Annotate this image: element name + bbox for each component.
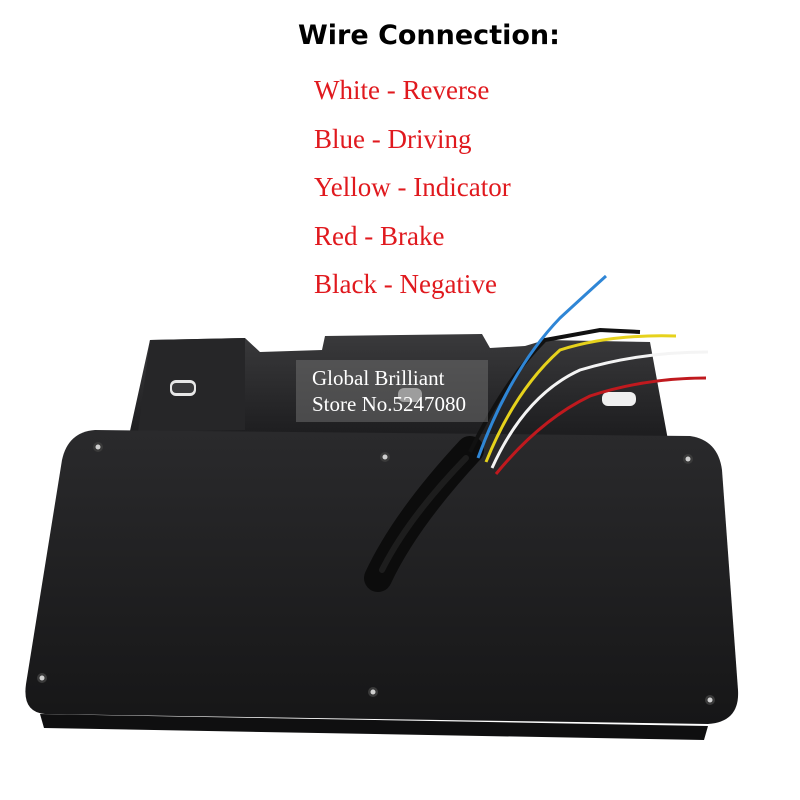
legend-item-blue: Blue - Driving bbox=[314, 123, 472, 154]
legend-item-white: White - Reverse bbox=[314, 75, 490, 105]
wire-harness bbox=[364, 274, 709, 592]
screw-hole bbox=[37, 673, 47, 683]
wire-black bbox=[468, 327, 641, 453]
screw-hole bbox=[380, 452, 390, 462]
watermark-line-2: Store No.5247080 bbox=[312, 392, 466, 416]
store-watermark: Global Brilliant Store No.5247080 bbox=[296, 360, 488, 422]
screw-hole bbox=[368, 687, 378, 697]
legend-item-red: Red - Brake bbox=[314, 220, 445, 251]
mount-slot-right bbox=[602, 392, 636, 406]
screw-hole bbox=[93, 442, 103, 452]
wire-blue bbox=[476, 274, 608, 459]
wire-red bbox=[494, 376, 707, 475]
legend-item-yellow: Yellow - Indicator bbox=[314, 172, 511, 202]
wire-connection-heading: Wire Connection: bbox=[298, 20, 560, 51]
watermark-line-1: Global Brilliant bbox=[312, 366, 445, 390]
legend-item-black: Black - Negative bbox=[314, 269, 497, 299]
screw-hole bbox=[705, 695, 715, 705]
wire-legend: White - Reverse Blue - Driving Yellow - … bbox=[314, 66, 511, 309]
screw-hole bbox=[683, 454, 693, 464]
wire-white bbox=[490, 350, 709, 469]
wire-yellow bbox=[484, 334, 677, 463]
